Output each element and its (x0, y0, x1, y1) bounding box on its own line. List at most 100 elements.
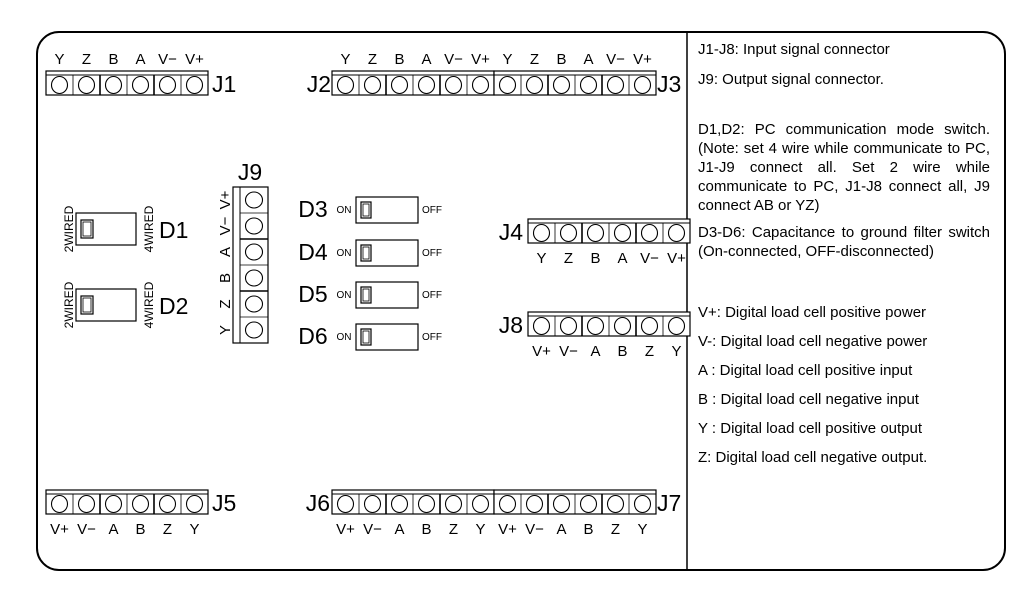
pin-label: B (217, 273, 234, 283)
connector-label: J8 (499, 312, 523, 338)
terminal-screw (50, 494, 69, 514)
connector-label: J2 (307, 71, 331, 97)
legend-def: A : Digital load cell positive input (698, 362, 913, 379)
terminal-screw (444, 75, 463, 95)
terminal-screw (471, 75, 490, 95)
terminal-screw (390, 75, 409, 95)
pin-label: Z (163, 521, 172, 538)
pin-label: V+ (336, 521, 355, 538)
terminal-screw (244, 191, 264, 209)
legend-para-2: D3-D6: Capacitance to ground filter swit… (698, 224, 990, 260)
pin-label: Y (340, 51, 350, 68)
terminal-screw (633, 494, 652, 514)
board-outline (36, 31, 1006, 571)
terminal-screw (559, 223, 578, 243)
pin-label: V− (363, 521, 382, 538)
terminal-screw (640, 316, 659, 336)
pin-label: A (556, 521, 566, 538)
switch-slider-inner (82, 297, 92, 313)
terminal-screw (498, 75, 517, 95)
pin-label: V+ (633, 51, 652, 68)
terminal-screw (244, 243, 264, 261)
terminal-screw (498, 494, 517, 514)
pin-label: Y (475, 521, 485, 538)
pin-label: Z (82, 51, 91, 68)
terminal-screw (131, 75, 150, 95)
pin-label: V− (217, 216, 234, 235)
switch-label: D5 (298, 281, 327, 307)
legend-panel: J1-J8: Input signal connector J9: Output… (698, 40, 990, 467)
connector-label: J7 (657, 490, 681, 516)
switch-slider-inner (362, 203, 370, 217)
terminal-screw (158, 75, 177, 95)
legend-def: B : Digital load cell negative input (698, 391, 919, 408)
pin-label: Z (611, 521, 620, 538)
terminal-screw (552, 494, 571, 514)
legend-line-1: J1-J8: Input signal connector (698, 41, 890, 58)
terminal-screw (104, 494, 123, 514)
pin-label: V+ (498, 521, 517, 538)
terminal-screw (244, 269, 264, 287)
terminal-screw (158, 494, 177, 514)
pin-label: V+ (50, 521, 69, 538)
pin-label: V− (559, 343, 578, 360)
pin-label: A (217, 247, 234, 257)
legend-def: V+: Digital load cell positive power (698, 304, 927, 321)
terminal-screw (606, 75, 625, 95)
terminal-screw (471, 494, 490, 514)
pin-label: Y (217, 325, 234, 335)
terminal-screw (586, 223, 605, 243)
pin-label: V− (158, 51, 177, 68)
connector-j9: Y Z B A V− V+J9 (217, 159, 269, 344)
switch-off-label: OFF (422, 332, 442, 343)
pin-label: Z (645, 343, 654, 360)
switch-slider-inner (82, 221, 92, 237)
switch-label: D1 (159, 217, 188, 243)
terminal-screw (613, 316, 632, 336)
connector-label: J4 (499, 219, 524, 245)
pin-label: V+ (471, 51, 490, 68)
terminal-screw (606, 494, 625, 514)
terminal-screw (77, 75, 96, 95)
terminal-screw (444, 494, 463, 514)
switch-left-label: 2WIRED (62, 281, 76, 328)
legend-para-1: D1,D2: PC communication mode switch. (No… (698, 121, 990, 214)
terminal-screw (525, 494, 544, 514)
pin-label: Z (217, 299, 234, 308)
switch-right-label: 4WIRED (142, 205, 156, 252)
pin-label: B (556, 51, 566, 68)
terminal-screw (363, 494, 382, 514)
terminal-screw (579, 494, 598, 514)
terminal-screw (532, 223, 551, 243)
terminal-screw (640, 223, 659, 243)
pin-label: Y (637, 521, 647, 538)
switch-on-label: ON (337, 290, 352, 301)
terminal-screw (244, 321, 264, 339)
pin-label: V+ (667, 250, 686, 267)
terminal-screw (336, 494, 355, 514)
pin-label: Y (536, 250, 546, 267)
pin-label: V+ (217, 190, 234, 209)
terminal-screw (552, 75, 571, 95)
pin-label: Y (671, 343, 681, 360)
pin-label: B (583, 521, 593, 538)
terminal-screw (667, 316, 686, 336)
pin-label: A (617, 250, 627, 267)
pin-label: A (421, 51, 431, 68)
pin-label: V− (640, 250, 659, 267)
switch-off-label: OFF (422, 290, 442, 301)
pin-label: A (108, 521, 118, 538)
connector-label: J9 (238, 159, 262, 185)
terminal-screw (667, 223, 686, 243)
terminal-screw (417, 75, 436, 95)
terminal-screw (244, 217, 264, 235)
switch-off-label: OFF (422, 248, 442, 259)
switch-d5: D5 ON OFF (298, 281, 442, 309)
pin-label: B (394, 51, 404, 68)
terminal-screw (77, 494, 96, 514)
